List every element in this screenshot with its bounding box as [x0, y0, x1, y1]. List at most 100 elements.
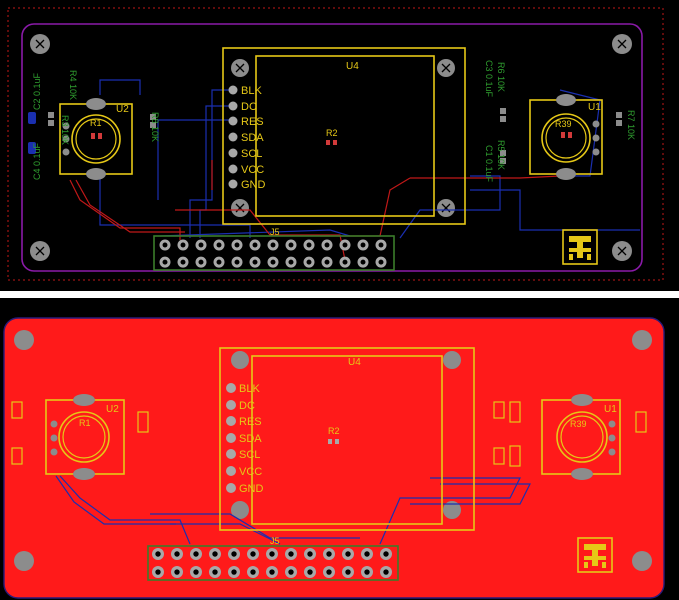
passive-outlines-bottom: [11, 401, 647, 467]
header-pin-hole: [231, 569, 237, 575]
pin-label-vcc-bottom: VCC: [239, 466, 262, 478]
pin-label-dc-bottom: DC: [239, 400, 255, 412]
u4-pin-labels-bottom: BLK DC RES SDA SCL VCC GND: [239, 383, 264, 495]
pin-label-gnd-bottom: GND: [239, 483, 264, 495]
header-pin-hole: [174, 551, 180, 557]
r1-ring-outer: [71, 114, 121, 164]
edge-cut-dashed: [7, 7, 664, 281]
header-pin-hole: [252, 242, 258, 248]
u2-pad-bottom: [86, 168, 106, 180]
header-label: J5: [270, 227, 280, 237]
pcb-top-view: U4 BLK DC RES SDA SCL VCC GND R2 U2 R1 U…: [0, 0, 679, 291]
r2-pad-a-bottom: [328, 439, 332, 444]
u4-label-bottom: U4: [348, 357, 361, 368]
pin-label-blk-bottom: BLK: [239, 383, 260, 395]
pin-label-sda-bottom: SDA: [239, 433, 262, 445]
header-pin-hole: [342, 242, 348, 248]
header-pin-hole: [383, 569, 389, 575]
u2-label: U2: [116, 104, 129, 115]
u4-screen-bottom: [251, 355, 443, 525]
logo-icon-bottom: [577, 537, 613, 573]
pcb-bottom-view: U4 BLK DC RES SDA SCL VCC GND R2 U2 R1 U…: [0, 298, 679, 600]
u2-pad-top: [86, 98, 106, 110]
header-pin-hole: [155, 551, 161, 557]
mounting-holes-bottom: [14, 330, 652, 571]
u4-pin-pads: [228, 85, 238, 189]
header-pin-hole: [378, 242, 384, 248]
r4-label: R4 10K: [68, 70, 78, 100]
header-pin-hole: [288, 242, 294, 248]
r5-label: R5 10K: [496, 140, 506, 170]
header-pin-hole: [193, 551, 199, 557]
header-pin-hole: [180, 242, 186, 248]
u4-pin-pads-bottom: [226, 383, 236, 493]
r2-pad-a: [326, 140, 330, 145]
header-outline-bottom: [147, 545, 399, 581]
r2-pad-b-bottom: [335, 439, 339, 444]
header-pin-hole: [364, 551, 370, 557]
header-pin-hole: [231, 551, 237, 557]
c4-label: C4 0.1uF: [32, 142, 42, 180]
pin-label-res: RES: [241, 116, 264, 128]
u2-pad-top-bottom: [73, 394, 95, 406]
header-pin-hole: [326, 551, 332, 557]
r39-ring-inner-bottom: [560, 415, 604, 459]
header-pin-hole: [378, 259, 384, 265]
right-passives: C3 0.1uF C1 0.1uF R6 10K R5 10K R7 10K: [484, 60, 636, 183]
r39-ring-outer-bottom: [556, 411, 608, 463]
left-passives: C2 0.1uF C4 0.1uF R4 10K R3 10K R8 10K: [28, 70, 160, 180]
header-pin-hole: [198, 259, 204, 265]
u1-pad-top: [556, 94, 576, 106]
r39-pad-b: [568, 132, 572, 138]
u4-screen: [255, 55, 435, 217]
header-pins: [159, 239, 387, 268]
r39-ring-inner: [545, 117, 587, 159]
pin-label-scl: SCL: [241, 148, 262, 160]
header-pin-hole: [364, 569, 370, 575]
c3-label: C3 0.1uF: [484, 60, 494, 98]
header-pin-hole: [345, 551, 351, 557]
u2-side-pads: [62, 122, 70, 156]
header-pin-hole: [269, 569, 275, 575]
header-outline: [153, 235, 395, 271]
r1-pad-a: [91, 133, 95, 139]
r39-pad-a: [561, 132, 565, 138]
header-pin-hole: [216, 259, 222, 265]
r1-label-bottom: R1: [79, 418, 91, 428]
header-pin-hole: [193, 569, 199, 575]
header-pin-hole: [162, 259, 168, 265]
header-pin-hole: [269, 551, 275, 557]
pin-label-res-bottom: RES: [239, 416, 262, 428]
u2-pad-bottom-bottom: [73, 468, 95, 480]
u1-pad-top-bottom: [571, 394, 593, 406]
header-pin-hole: [307, 551, 313, 557]
header-pin-hole: [155, 569, 161, 575]
r39-label: R39: [555, 119, 572, 129]
header-pin-hole: [234, 242, 240, 248]
header-pin-hole: [162, 242, 168, 248]
logo-icon: [562, 229, 598, 265]
r2-pad-b: [333, 140, 337, 145]
pcb-bottom-svg: U4 BLK DC RES SDA SCL VCC GND R2 U2 R1 U…: [3, 317, 665, 599]
header-pin-hole: [250, 551, 256, 557]
pcb-top-svg: U4 BLK DC RES SDA SCL VCC GND R2 U2 R1 U…: [7, 7, 664, 281]
header-pin-hole: [360, 242, 366, 248]
header-pin-hole: [288, 259, 294, 265]
header-pin-hole: [212, 551, 218, 557]
u4-label: U4: [346, 61, 359, 72]
u2-side-pads-bottom: [50, 420, 58, 456]
header-pin-hole: [306, 259, 312, 265]
header-pin-hole: [174, 569, 180, 575]
copper-pour: [4, 318, 664, 598]
header-pin-hole: [250, 569, 256, 575]
u1-label-bottom: U1: [604, 404, 617, 415]
u1-side-pads-bottom: [608, 420, 616, 456]
r2-label: R2: [326, 128, 338, 138]
r39-label-bottom: R39: [570, 419, 587, 429]
header-pin-hole: [252, 259, 258, 265]
mounting-hole-centers: [35, 39, 627, 256]
u4-pin-labels: BLK DC RES SDA SCL VCC GND: [241, 85, 266, 191]
pin-label-blk: BLK: [241, 85, 262, 97]
header-pin-hole: [324, 259, 330, 265]
header-pins-bottom: [152, 548, 392, 579]
